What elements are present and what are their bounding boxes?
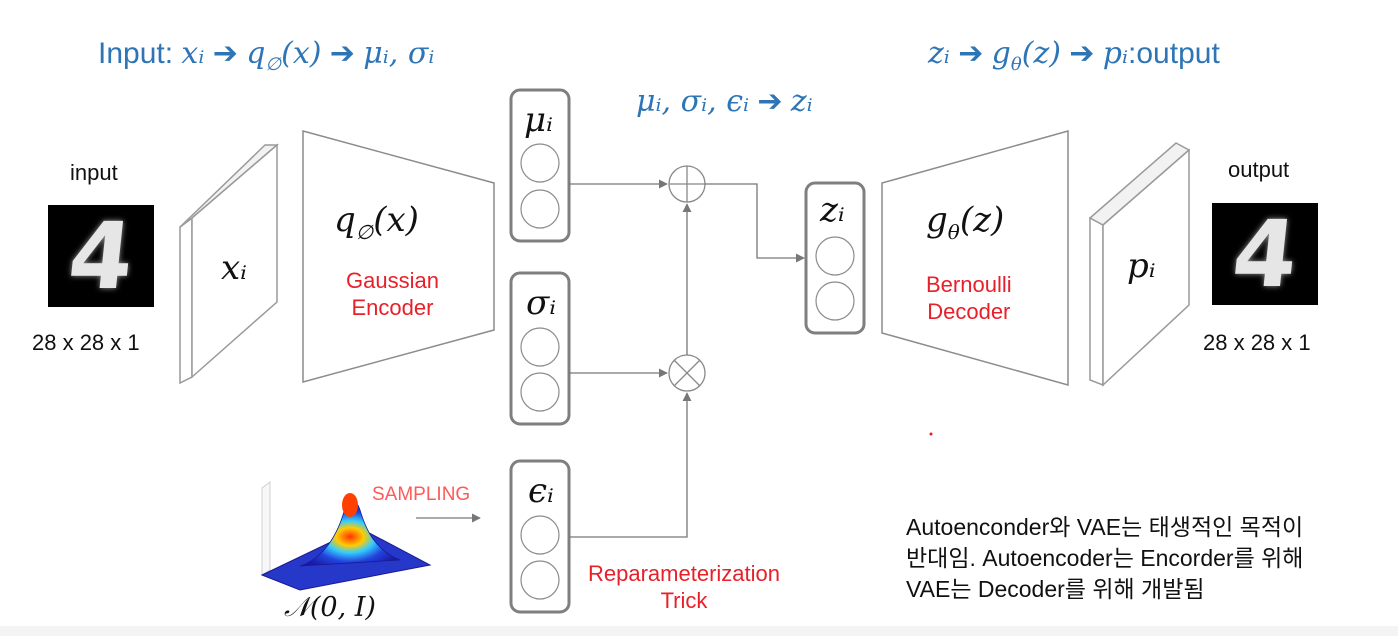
g-argument: (z) <box>1021 36 1061 71</box>
sampling-params: μᵢ, σᵢ, ϵᵢ <box>636 84 750 119</box>
input-dims: 28 x 28 x 1 <box>32 330 140 355</box>
distribution-label: 𝒩(0, I) <box>284 592 376 623</box>
q-subscript: ∅ <box>265 54 282 75</box>
g-symbol: g <box>991 36 1011 71</box>
arrow-icon: ➔ <box>1069 37 1095 70</box>
sampling-label: SAMPLING <box>372 484 471 505</box>
output-label: output <box>1228 157 1290 182</box>
z-node <box>804 181 866 335</box>
decoder-trapezoid <box>881 130 1069 386</box>
input-layer-symbol: xᵢ <box>221 248 248 288</box>
output-layer-slab <box>1088 142 1191 387</box>
encoder-func-sub: ∅ <box>355 219 374 244</box>
output-layer-symbol: pᵢ <box>1127 246 1156 286</box>
vae-note: Autoenconder와 VAE는 태생적인 목적이 반대임. Autoenc… <box>906 512 1303 605</box>
decoder-function: gθ(z) <box>926 200 1004 244</box>
arrow-icon: ➔ <box>958 37 984 70</box>
decoder-func-arg: (z) <box>959 200 1005 240</box>
output-dims: 28 x 28 x 1 <box>1203 330 1311 355</box>
epsilon-symbol: ϵᵢ <box>528 471 554 511</box>
decoder-flow-header: zᵢ ➔ gθ(z) ➔ pᵢ:output <box>928 36 1220 75</box>
note-line3: VAE는 Decoder를 위해 개발됨 <box>906 576 1205 602</box>
encoder-function: q∅(x) <box>334 200 419 244</box>
decoder-func: g <box>926 200 948 240</box>
connectors <box>416 179 805 538</box>
q-argument: (x) <box>281 36 322 71</box>
epsilon-node <box>509 459 571 614</box>
input-layer-slab <box>179 143 280 385</box>
output-digit-image: 4 <box>1212 201 1318 308</box>
zi-symbol: zᵢ <box>928 36 950 71</box>
sigma-node <box>509 271 571 426</box>
input-label: input <box>70 160 118 185</box>
arrow-icon: ➔ <box>212 37 238 70</box>
decoder-func-sub: θ <box>947 219 960 244</box>
encoder-trapezoid <box>302 130 495 383</box>
encoder-params: μᵢ, σᵢ <box>363 36 435 71</box>
note-line1: Autoenconder와 VAE는 태생적인 목적이 <box>906 514 1304 540</box>
arrow-icon: ➔ <box>757 85 783 118</box>
sampling-flow-header: μᵢ, σᵢ, ϵᵢ ➔ zᵢ <box>636 84 813 119</box>
arrow-icon: ➔ <box>329 37 355 70</box>
q-symbol: q <box>246 36 266 71</box>
encoder-func: q <box>334 200 356 240</box>
add-operator <box>668 165 706 203</box>
reparam-line1: Reparameterization <box>588 561 780 586</box>
decoder-name: Bernoulli Decoder <box>926 271 1012 325</box>
zi-symbol: zᵢ <box>790 84 813 119</box>
gaussian-surface-icon <box>260 481 432 591</box>
g-subscript: θ <box>1010 54 1022 75</box>
bottom-band <box>0 626 1398 636</box>
encoder-name-line2: Encoder <box>351 295 434 320</box>
input-digit-image: 4 <box>48 203 154 310</box>
xi-symbol: xᵢ <box>181 36 205 71</box>
encoder-name-line1: Gaussian <box>346 268 439 293</box>
sigma-symbol: σᵢ <box>526 283 557 323</box>
encoder-name: Gaussian Encoder <box>346 267 439 321</box>
z-symbol: zᵢ <box>820 190 845 230</box>
pi-symbol: pᵢ <box>1102 36 1129 71</box>
reparam-label: Reparameterization Trick <box>588 560 780 614</box>
stray-dot <box>929 432 933 436</box>
multiply-operator <box>668 354 706 392</box>
mu-symbol: μᵢ <box>524 100 553 140</box>
decoder-name-line2: Decoder <box>927 299 1011 324</box>
mu-node <box>509 88 571 243</box>
decoder-name-line1: Bernoulli <box>926 272 1012 297</box>
encoder-flow-header: Input: xᵢ ➔ q∅(x) ➔ μᵢ, σᵢ <box>98 36 434 75</box>
output-word: :output <box>1128 37 1220 70</box>
reparam-line2: Trick <box>660 588 708 613</box>
encoder-func-arg: (x) <box>373 200 419 240</box>
note-line2: 반대임. Autoencoder는 Encorder를 위해 <box>906 545 1304 571</box>
input-word: Input: <box>98 37 182 70</box>
